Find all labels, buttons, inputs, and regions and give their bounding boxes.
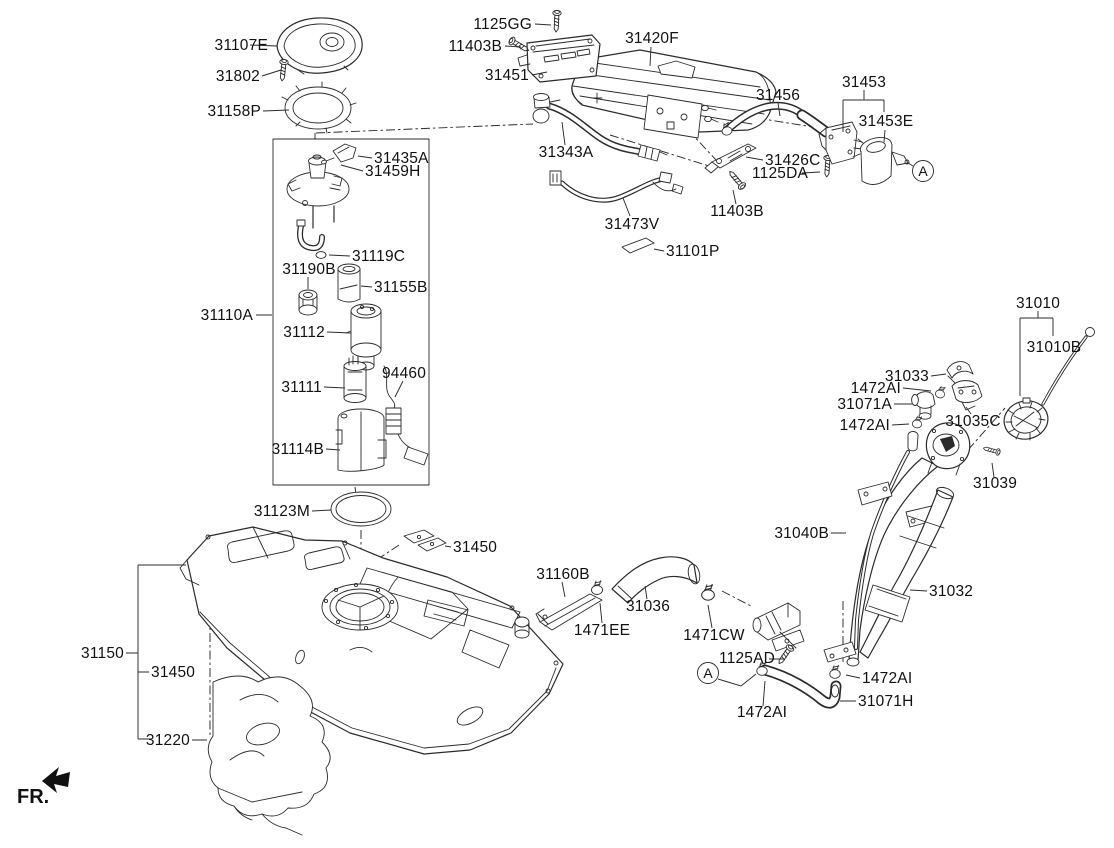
part-label-31190B: 31190B <box>282 261 336 278</box>
part-label-31035C: 31035C <box>945 413 1001 430</box>
part-label-31033: 31033 <box>885 368 929 385</box>
part-label-31220: 31220 <box>146 732 190 749</box>
part-label-31160B: 31160B <box>536 566 590 583</box>
part-label-31158P: 31158P <box>208 103 262 120</box>
detail-marker-a1-label: A <box>918 163 928 179</box>
part-label-31114B: 31114B <box>272 441 324 458</box>
part-label-31123M: 31123M <box>254 503 310 520</box>
clamp-1472ai-top <box>934 384 947 400</box>
fuel-tank-drawing <box>179 526 564 755</box>
tank-bracket-31450 <box>403 529 447 552</box>
screw-31039 <box>982 444 1002 457</box>
part-label-1125AD: 1125AD <box>719 650 775 667</box>
part-label-31450: 31450 <box>453 539 497 556</box>
protector-31160b <box>535 593 603 631</box>
clamp-1471ee <box>591 580 603 595</box>
fuel-cap-drawing <box>1003 327 1095 441</box>
part-label-31451: 31451 <box>485 67 529 84</box>
part-label-31112: 31112 <box>283 324 325 341</box>
valve-31035c <box>951 380 983 411</box>
part-label-31456: 31456 <box>756 87 800 104</box>
bracket-31426c <box>704 143 757 174</box>
canister-bracket-drawing <box>517 34 601 83</box>
vent-elbow-31071a <box>911 391 936 420</box>
heat-protector-drawing <box>207 675 331 836</box>
part-label-1472AI-1: 1472AI <box>737 704 787 721</box>
part-label-31150: 31150 <box>81 645 124 662</box>
canister-drawing <box>571 49 777 139</box>
hose-31036 <box>611 556 701 604</box>
filler-pipe-31040b <box>846 431 941 667</box>
filler-neck-opening <box>925 422 971 476</box>
part-label-1471CW: 1471CW <box>683 627 745 644</box>
part-label-31040B: 31040B <box>774 525 829 542</box>
part-label-1125GG: 1125GG <box>473 16 532 33</box>
part-label-1472AI-3: 1472AI <box>851 380 901 397</box>
clamp-1472ai-right <box>829 664 841 679</box>
part-label-1472AI-2: 1472AI <box>862 670 912 687</box>
part-label-31459H: 31459H <box>365 163 421 180</box>
part-label-31453: 31453 <box>842 74 886 91</box>
screw-1125gg <box>551 9 562 33</box>
clamp-1471cw <box>701 583 715 601</box>
part-label-31010B: 31010B <box>1027 339 1082 356</box>
detail-marker-a1: A <box>912 160 934 182</box>
leader-lines <box>126 23 1054 741</box>
part-label-31450-2: 31450 <box>151 664 195 681</box>
tube-31473v <box>549 170 684 203</box>
part-label-31473V: 31473V <box>605 216 660 233</box>
part-label-31101P: 31101P <box>666 243 720 260</box>
part-label-94460: 94460 <box>382 365 426 382</box>
part-label-31071H: 31071H <box>858 693 914 710</box>
clamp-1472ai-mid <box>911 415 924 429</box>
part-label-11403B-2: 11403B <box>710 203 764 220</box>
detail-marker-a2: A <box>697 662 719 684</box>
valve-assy-31453 <box>818 121 910 185</box>
hose-31343a <box>532 93 668 162</box>
pad-31101p <box>621 237 655 254</box>
part-label-1471EE: 1471EE <box>574 622 630 639</box>
part-label-31110A: 31110A <box>201 307 254 324</box>
part-label-11403B: 11403B <box>449 38 503 55</box>
part-label-31119C: 31119C <box>352 248 405 265</box>
filler-pipe-31032 <box>823 486 955 663</box>
hose-31071h <box>759 664 842 709</box>
oring-drawing <box>330 491 392 527</box>
front-arrow-icon <box>42 767 70 793</box>
part-label-31435A: 31435A <box>374 150 429 167</box>
pump-module-box <box>272 138 430 486</box>
part-label-31039: 31039 <box>973 475 1017 492</box>
part-label-31802: 31802 <box>216 68 260 85</box>
hose-31456 <box>719 101 832 138</box>
lock-ring-drawing <box>281 81 357 134</box>
pump-cover-drawing <box>276 17 363 75</box>
part-label-31071A: 31071A <box>837 396 892 413</box>
front-indicator-label: FR. <box>17 786 49 808</box>
part-label-31426C: 31426C <box>765 152 821 169</box>
part-label-31453E: 31453E <box>859 113 914 130</box>
part-label-31107E: 31107E <box>215 37 269 54</box>
part-label-31420F: 31420F <box>625 30 679 47</box>
part-labels: 31107E 31802 31158P 1125GG 11403B 31451 … <box>81 16 1081 749</box>
pipe-damper <box>752 602 805 652</box>
part-label-31111: 31111 <box>281 379 322 396</box>
part-label-31343A: 31343A <box>539 144 594 161</box>
part-label-31010: 31010 <box>1016 295 1060 312</box>
part-label-1125DA: 1125DA <box>752 165 809 182</box>
screw-11403b-2 <box>726 168 748 192</box>
part-label-1472AI-4: 1472AI <box>840 417 890 434</box>
front-direction-indicator: FR. <box>17 767 70 808</box>
part-label-31032: 31032 <box>929 583 973 600</box>
part-label-31155B: 31155B <box>374 279 428 296</box>
part-label-31036: 31036 <box>626 598 670 615</box>
detail-marker-a2-label: A <box>703 665 713 681</box>
bracket-31033 <box>946 361 974 385</box>
